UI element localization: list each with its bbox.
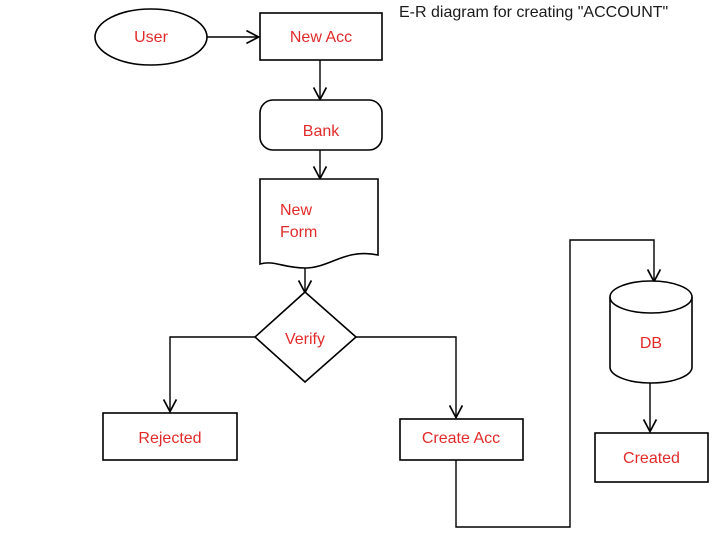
edge-verify-to-rejected <box>162 336 255 414</box>
node-rejected-shape[interactable] <box>102 412 238 461</box>
node-label-user: User <box>134 29 168 46</box>
node-label-create-acc: Create Acc <box>421 430 501 447</box>
node-new-form-shape[interactable] <box>259 178 379 269</box>
node-created-shape[interactable] <box>594 432 709 483</box>
node-label-db: DB <box>639 335 663 352</box>
node-bank-shape[interactable] <box>259 99 383 151</box>
diagram-title: E-R diagram for creating "ACCOUNT" <box>399 4 669 21</box>
node-label-bank: Bank <box>302 123 340 140</box>
edge-create-acc-to-db <box>455 239 662 528</box>
node-create-acc-shape[interactable] <box>399 418 524 461</box>
node-verify-shape[interactable] <box>253 290 358 384</box>
node-new-acc-shape[interactable] <box>259 12 383 61</box>
node-label-created: Created <box>623 450 680 467</box>
node-user-shape[interactable] <box>94 8 208 66</box>
edge-verify-to-create-acc <box>356 336 464 420</box>
node-db-shape[interactable] <box>609 280 693 384</box>
node-label-new-acc: New Acc <box>289 29 353 46</box>
node-label-verify: Verify <box>284 331 325 348</box>
node-label-rejected: Rejected <box>138 430 202 447</box>
node-label-new-form: New Form <box>280 202 318 241</box>
